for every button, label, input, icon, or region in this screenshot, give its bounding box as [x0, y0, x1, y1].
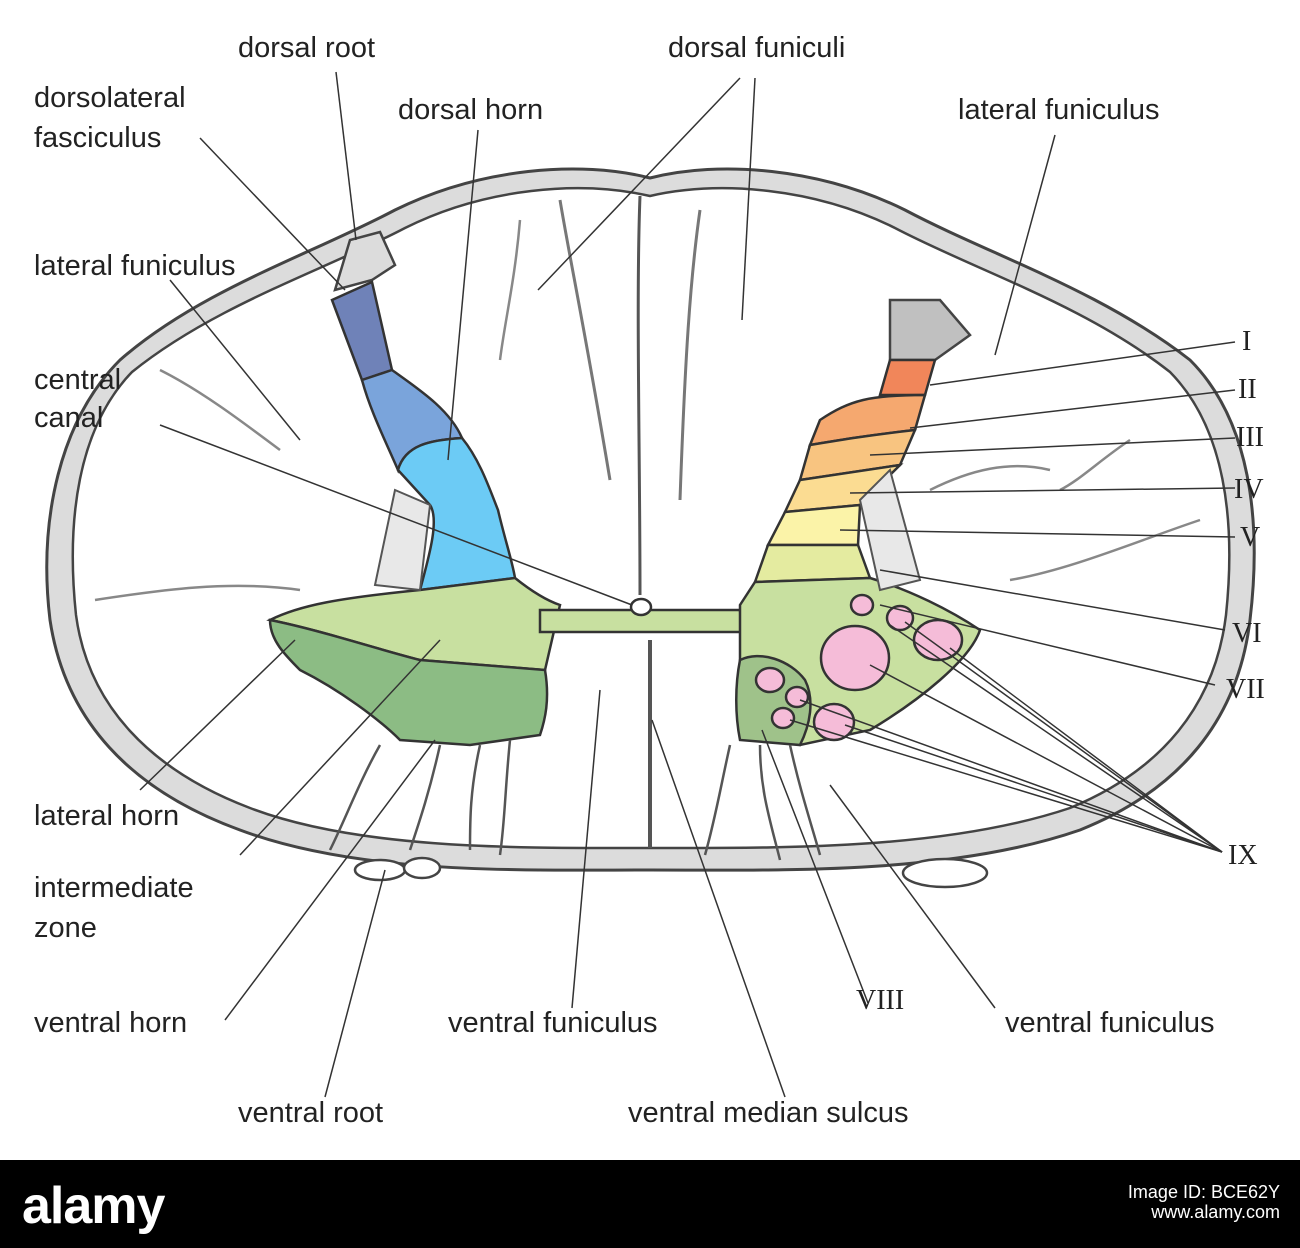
image-id: Image ID: BCE62Y	[1127, 1182, 1280, 1202]
label-ventral-root: ventral root	[238, 1097, 384, 1129]
ventral-rootlets	[328, 739, 822, 861]
label-lamina-IV: IV	[1234, 474, 1264, 505]
label-ventral-funiculus-right: ventral funiculus	[1005, 1007, 1215, 1039]
spinal-cord-cross-section	[45, 71, 1256, 1098]
lamina-IX-nucleus-4	[819, 624, 891, 692]
label-lateral-funiculus-left: lateral funiculus	[34, 250, 236, 282]
left-ventral-root-bundle-1	[353, 858, 407, 882]
left-ventral-horn	[268, 618, 549, 747]
leader-lines	[139, 71, 1236, 1098]
label-dorsolateral-fasciculus-line2: fasciculus	[34, 122, 162, 154]
label-ventral-horn: ventral horn	[34, 1007, 188, 1039]
label-ventral-median-sulcus: ventral median sulcus	[628, 1097, 909, 1129]
lamina-IX-nucleus-6	[784, 685, 810, 709]
label-lamina-V: V	[1240, 522, 1261, 553]
lamina-IX-nucleus-5	[754, 666, 786, 694]
label-lateral-horn: lateral horn	[34, 800, 180, 832]
central-canal-shape	[629, 597, 653, 617]
dorsal-root-entry-right	[888, 298, 972, 362]
label-intermediate-zone-line1: intermediate	[34, 872, 194, 904]
dorsal-septum-right	[678, 209, 702, 501]
label-central-canal-line1: central	[34, 364, 122, 396]
watermark-footer: alamy Image ID: BCE62Y www.alamy.com	[0, 1160, 1300, 1248]
dorsal-septum-left	[558, 199, 612, 481]
label-dorsal-root: dorsal root	[238, 32, 376, 64]
label-lamina-I: I	[1242, 326, 1252, 357]
label-ventral-funiculus-center: ventral funiculus	[448, 1007, 658, 1039]
left-dorsal-horn-lower	[396, 436, 517, 592]
label-lamina-III: III	[1236, 422, 1264, 453]
right-lamina-I	[878, 358, 937, 397]
dorsal-septum-left-2	[498, 219, 522, 361]
lamina-IX-nucleus-7	[770, 706, 796, 730]
right-lamina-III	[798, 428, 917, 482]
label-lateral-funiculus-right: lateral funiculus	[958, 94, 1160, 126]
label-lamina-II: II	[1238, 374, 1257, 405]
label-dorsal-funiculi: dorsal funiculi	[668, 32, 846, 64]
right-fasciculus-cells	[858, 468, 922, 592]
dorsal-median-septum	[636, 195, 642, 596]
label-lamina-IX: IX	[1228, 840, 1258, 871]
lamina-IX-nucleus-1	[849, 593, 875, 617]
lamina-IX-nucleus-8	[812, 702, 856, 742]
label-lamina-VI: VI	[1232, 618, 1262, 649]
left-ventral-root-bundle-2	[402, 856, 442, 880]
label-lamina-VII: VII	[1226, 674, 1265, 705]
left-fasciculus-cells	[373, 488, 432, 592]
white-matter-septa	[94, 368, 1201, 602]
right-ventral-root-bundle	[901, 857, 989, 889]
label-dorsal-horn: dorsal horn	[398, 94, 544, 126]
label-intermediate-zone-line2: zone	[34, 912, 97, 944]
label-central-canal-line2: canal	[34, 402, 104, 434]
image-id-block: Image ID: BCE62Y www.alamy.com	[1128, 1182, 1280, 1222]
lamina-IX-nucleus-3	[912, 618, 964, 662]
site-url: www.alamy.com	[1151, 1202, 1280, 1222]
label-lamina-VIII: VIII	[856, 985, 905, 1016]
dorsal-root-entry-left	[333, 230, 397, 292]
spinal-cord-diagram: dorsal root dorsolateral fasciculus dors…	[34, 32, 1265, 1129]
alamy-logo: alamy	[22, 1177, 165, 1235]
right-lamina-VI	[753, 543, 872, 584]
label-dorsolateral-fasciculus-line1: dorsolateral	[34, 82, 186, 114]
